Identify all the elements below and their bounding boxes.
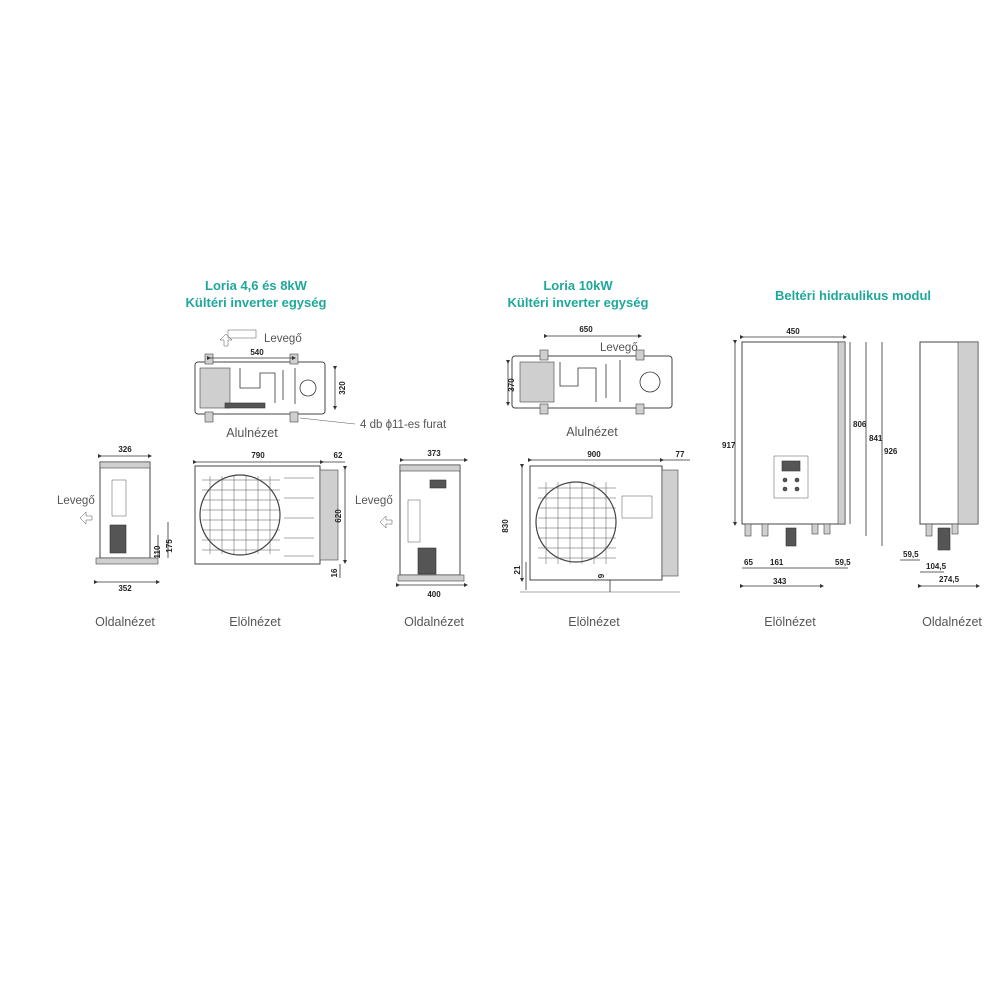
caption-bottom-view-1: Alulnézet — [226, 426, 278, 440]
air-label-3: Levegő — [355, 495, 393, 507]
air-label-1: Levegő — [264, 333, 302, 345]
title-loria-4-6-8-line1: Loria 4,6 és 8kW — [205, 278, 308, 293]
dim-in-s2: 104,5 — [926, 562, 947, 571]
dim-u1-side-h2: 175 — [165, 539, 174, 553]
dim-u1-front-width: 790 — [251, 451, 265, 460]
dim-in-b4: 343 — [773, 577, 787, 586]
air-arrow-icon — [79, 511, 93, 525]
caption-front-view-1: Elölnézet — [229, 615, 281, 629]
fan-grille-icon — [202, 476, 280, 554]
dim-in-b2: 161 — [770, 558, 784, 567]
air-arrow-icon — [379, 515, 393, 529]
dim-u1-bottom-width: 540 — [250, 348, 264, 357]
dim-in-h2: 841 — [869, 434, 883, 443]
unit2-side-view: 373 Levegő 400 Oldalnézet — [355, 449, 468, 629]
indoor-side-view: 59,5 104,5 274,5 Oldalnézet — [900, 341, 982, 629]
indoor-front-view: 450 917 806 841 926 65 161 59,5 343 Elöl… — [722, 327, 898, 629]
title-loria-10-line2: Kültéri inverter egység — [508, 295, 649, 310]
dim-in-h1: 806 — [853, 420, 867, 429]
caption-side-view-3: Oldalnézet — [922, 615, 982, 629]
dim-u1-side-bottom: 352 — [118, 584, 132, 593]
title-loria-4-6-8-line2: Kültéri inverter egység — [186, 295, 327, 310]
dim-in-h-total: 917 — [722, 441, 736, 450]
dim-u3-front-width: 900 — [587, 450, 601, 459]
dim-in-b1: 65 — [744, 558, 753, 567]
dim-u3-bottom-width: 650 — [579, 325, 593, 334]
dim-u2-side-top: 373 — [427, 449, 441, 458]
unit3-front-view: 900 77 830 21 9 Elölnézet — [501, 450, 690, 629]
dim-u1-side-h1: 110 — [153, 545, 162, 558]
title-loria-10-line1: Loria 10kW — [543, 278, 613, 293]
dim-in-h3: 926 — [884, 447, 898, 456]
unit1-bottom-view: Levegő 540 320 4 db ϕ11-es furat Alulnéz… — [194, 329, 447, 440]
dim-u1-front-height: 620 — [334, 509, 343, 523]
caption-front-view-3: Elölnézet — [764, 615, 816, 629]
dim-u3-front-offset: 77 — [676, 450, 685, 459]
dim-in-s1: 59,5 — [903, 550, 919, 559]
dim-u1-side-top: 326 — [118, 445, 132, 454]
air-label-4: Levegő — [600, 342, 638, 354]
dim-u3-bottom-depth: 370 — [507, 378, 516, 392]
unit1-front-view: 790 62 620 16 Elölnézet — [193, 451, 347, 629]
caption-front-view-2: Elölnézet — [568, 615, 620, 629]
dim-u1-front-offset: 62 — [334, 451, 343, 460]
dim-in-width: 450 — [786, 327, 800, 336]
unit3-bottom-view: 650 Levegő 370 Alulnézet — [506, 325, 673, 439]
fan-grille-icon — [538, 482, 616, 564]
dim-u1-front-foot: 16 — [330, 568, 339, 577]
air-arrow-icon — [219, 333, 233, 347]
caption-bottom-view-2: Alulnézet — [566, 425, 618, 439]
caption-side-view-2: Oldalnézet — [404, 615, 464, 629]
dim-u3-front-foot1: 21 — [513, 565, 522, 574]
air-label-2: Levegő — [57, 495, 95, 507]
dim-u3-front-foot2: 9 — [597, 573, 606, 578]
dim-u2-side-bottom: 400 — [427, 590, 441, 599]
caption-side-view-1: Oldalnézet — [95, 615, 155, 629]
holes-label: 4 db ϕ11-es furat — [360, 419, 447, 431]
display-panel — [781, 460, 801, 472]
dim-in-b3: 59,5 — [835, 558, 851, 567]
unit1-side-view: 326 Levegő 110 175 352 Oldalnézet — [57, 445, 174, 629]
dim-u1-bottom-depth: 320 — [338, 381, 347, 395]
dim-u3-front-height: 830 — [501, 519, 510, 533]
title-indoor-module: Beltéri hidraulikus modul — [775, 288, 931, 303]
dim-in-s3: 274,5 — [939, 575, 960, 584]
